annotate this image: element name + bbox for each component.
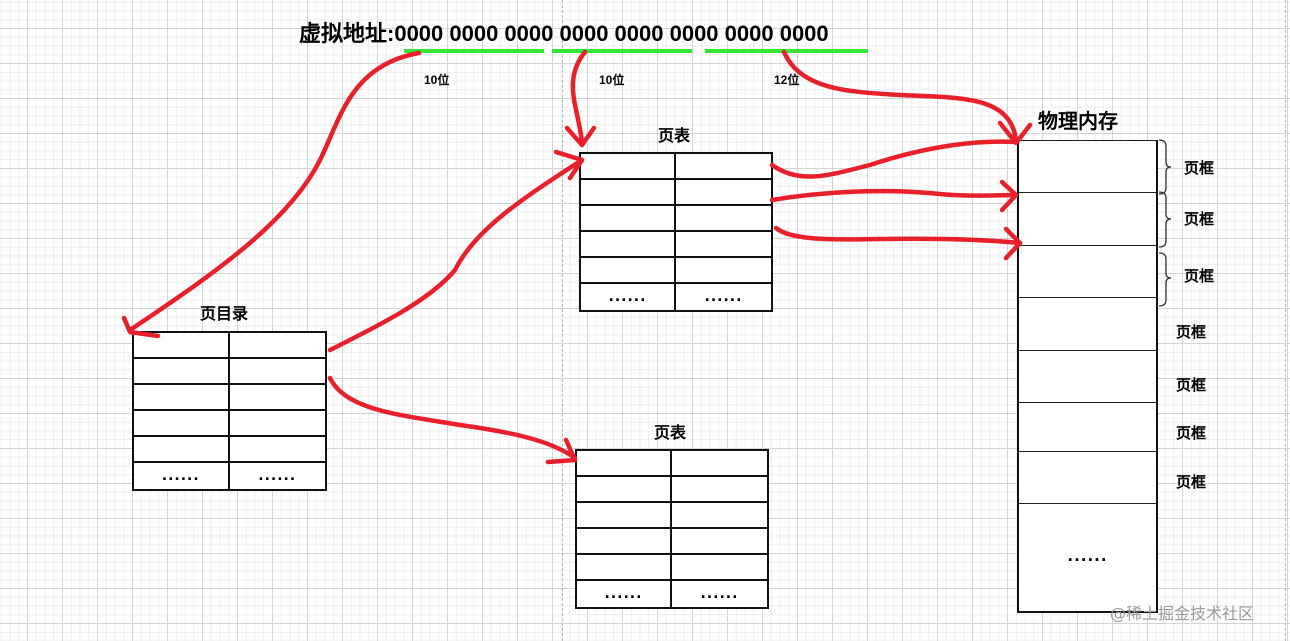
pt2-cell [577, 555, 672, 581]
page-frame [1019, 246, 1156, 298]
guide-line-center [562, 0, 563, 641]
frame-label: 页框 [1176, 473, 1207, 491]
pd-cell [229, 333, 325, 359]
bit-count-offset: 12位 [774, 73, 800, 87]
page-frame [1019, 193, 1156, 246]
brace-icon [1158, 139, 1172, 307]
pt2-cell [672, 451, 767, 477]
pt1-cell [581, 180, 676, 206]
virtual-address: 虚拟地址:0000 0000 0000 0000 0000 0000 0000 … [299, 16, 829, 48]
bit-segment-directory [404, 49, 544, 53]
pt2-cell [672, 477, 767, 503]
pt1-ellipsis-cell: ...... [581, 284, 676, 310]
frame-label: 页框 [1176, 424, 1207, 442]
page-frame [1019, 452, 1156, 504]
bit-count-directory: 10位 [424, 73, 450, 87]
physical-memory-block: ...... [1017, 140, 1158, 613]
pd-cell [134, 385, 230, 411]
pd-cell [229, 359, 325, 385]
frame-label: 页框 [1184, 267, 1215, 285]
pd-ellipsis-cell: ...... [134, 463, 230, 489]
frame-label: 页框 [1176, 323, 1207, 341]
memory-ellipsis: ...... [1067, 547, 1108, 565]
pt2-cell [577, 529, 672, 555]
arrowhead-icon [999, 179, 1019, 213]
page-frame [1019, 298, 1156, 351]
pt1-cell [581, 258, 676, 284]
pt2-cell [672, 503, 767, 529]
pd-cell [229, 385, 325, 411]
pd-cell [134, 333, 230, 359]
pt2-ellipsis-cell: ...... [577, 581, 672, 607]
page-frame [1019, 403, 1156, 452]
pt1-cell [676, 258, 771, 284]
page-directory-table: ...... ...... [132, 331, 327, 491]
pt2-cell [577, 503, 672, 529]
physical-memory-title: 物理内存 [1038, 109, 1118, 133]
arrow-pt1-to-frame-3 [773, 225, 1023, 246]
pt1-cell [676, 206, 771, 232]
pt2-cell [672, 555, 767, 581]
pt2-cell [672, 529, 767, 555]
arrow-pd-to-pt1 [327, 157, 585, 353]
pt1-cell [676, 154, 771, 180]
pd-cell [134, 437, 230, 463]
arrow-to-physical-memory [781, 49, 1019, 143]
arrow-pt1-to-frame-2 [769, 188, 1019, 203]
frame-label: 页框 [1184, 159, 1215, 177]
page-table-2-title: 页表 [654, 423, 687, 442]
pt1-cell [676, 232, 771, 258]
pt2-ellipsis-cell: ...... [700, 586, 739, 602]
pd-ellipsis-cell: ...... [258, 468, 297, 484]
virtual-address-bits: 0000 0000 0000 0000 0000 0000 0000 0000 [394, 21, 829, 46]
pt1-ellipsis-cell: ...... [704, 289, 743, 305]
bit-segment-offset [705, 49, 868, 53]
frame-label: 页框 [1176, 376, 1207, 394]
bit-count-table: 10位 [599, 73, 625, 87]
arrow-to-page-directory [127, 50, 422, 333]
page-frame [1019, 141, 1156, 193]
page-frame [1019, 351, 1156, 403]
pt1-cell [676, 180, 771, 206]
page-directory-title: 页目录 [200, 304, 249, 323]
watermark: @稀土掘金技术社区 [1110, 604, 1255, 623]
arrow-pt1-to-frame-1 [769, 139, 1019, 179]
pd-cell [134, 359, 230, 385]
arrow-to-page-table [570, 49, 588, 148]
pt2-cell [577, 451, 672, 477]
pd-cell [229, 411, 325, 437]
page-table-1-title: 页表 [658, 126, 691, 145]
pt1-cell [581, 232, 676, 258]
frame-label: 页框 [1184, 210, 1215, 228]
pt1-cell [581, 154, 676, 180]
arrowhead-icon [564, 125, 597, 148]
virtual-address-label: 虚拟地址: [299, 21, 395, 46]
pd-cell [134, 411, 230, 437]
pd-cell [229, 437, 325, 463]
bit-segment-table [552, 49, 692, 53]
page-table-2: ...... ...... [575, 449, 769, 609]
pt1-cell [581, 206, 676, 232]
pt2-cell [577, 477, 672, 503]
page-table-1: ...... ...... [579, 152, 773, 312]
guide-line-right [1285, 0, 1286, 641]
arrow-pd-to-pt2 [327, 375, 578, 461]
